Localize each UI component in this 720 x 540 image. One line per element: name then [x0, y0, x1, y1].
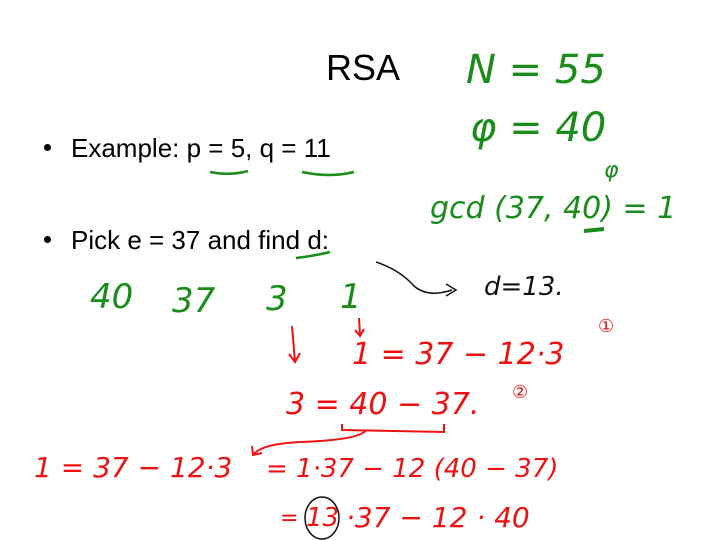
bullet-pick-e: Pick e = 37 and find d:	[44, 226, 329, 255]
gcd-equation: gcd (37, 40) = 1	[430, 191, 677, 226]
bullet-dot	[44, 143, 51, 151]
underline-40	[583, 227, 605, 233]
slide-title: RSA	[326, 47, 401, 88]
phi-value: φ = 40	[470, 105, 607, 151]
down-arrow-icon	[288, 325, 301, 364]
arrow-head-icon	[251, 445, 263, 457]
equation-3-right: = 1·37 − 12 (40 − 37)	[266, 454, 559, 484]
down-arrow-icon	[354, 317, 365, 338]
phi-label: φ	[604, 158, 619, 183]
equation-2: 3 = 40 − 37.	[286, 387, 480, 422]
sequence-3: 3	[266, 279, 288, 319]
substitution-arrow	[253, 429, 367, 455]
equation-2-mark: ②	[512, 382, 529, 403]
underline-p	[209, 169, 249, 175]
arrow-head-icon	[445, 283, 458, 297]
bullet-example: Example: p = 5, q = 11	[44, 134, 331, 163]
sequence-1: 1	[340, 277, 362, 317]
equation-4-prefix: =	[280, 506, 299, 531]
sequence-40: 40	[90, 277, 134, 317]
arrow-to-d	[375, 261, 453, 294]
equation-1-mark: ①	[598, 316, 615, 337]
equation-3-left: 1 = 37 − 12·3	[34, 451, 233, 484]
equation-4-rest: ·37 − 12 · 40	[346, 501, 530, 534]
underline-q	[301, 170, 355, 177]
result-d: d=13.	[484, 272, 564, 302]
equation-4-circled-13: 13	[306, 503, 340, 533]
n-value: N = 55	[466, 47, 606, 93]
bullet-dot	[44, 235, 51, 243]
equation-1: 1 = 37 − 12·3	[352, 337, 565, 372]
bullet-text: Example: p = 5, q = 11	[71, 133, 331, 163]
sequence-37: 37	[172, 281, 216, 321]
bullet-text: Pick e = 37 and find d:	[71, 225, 330, 255]
substitution-bracket	[341, 424, 445, 434]
